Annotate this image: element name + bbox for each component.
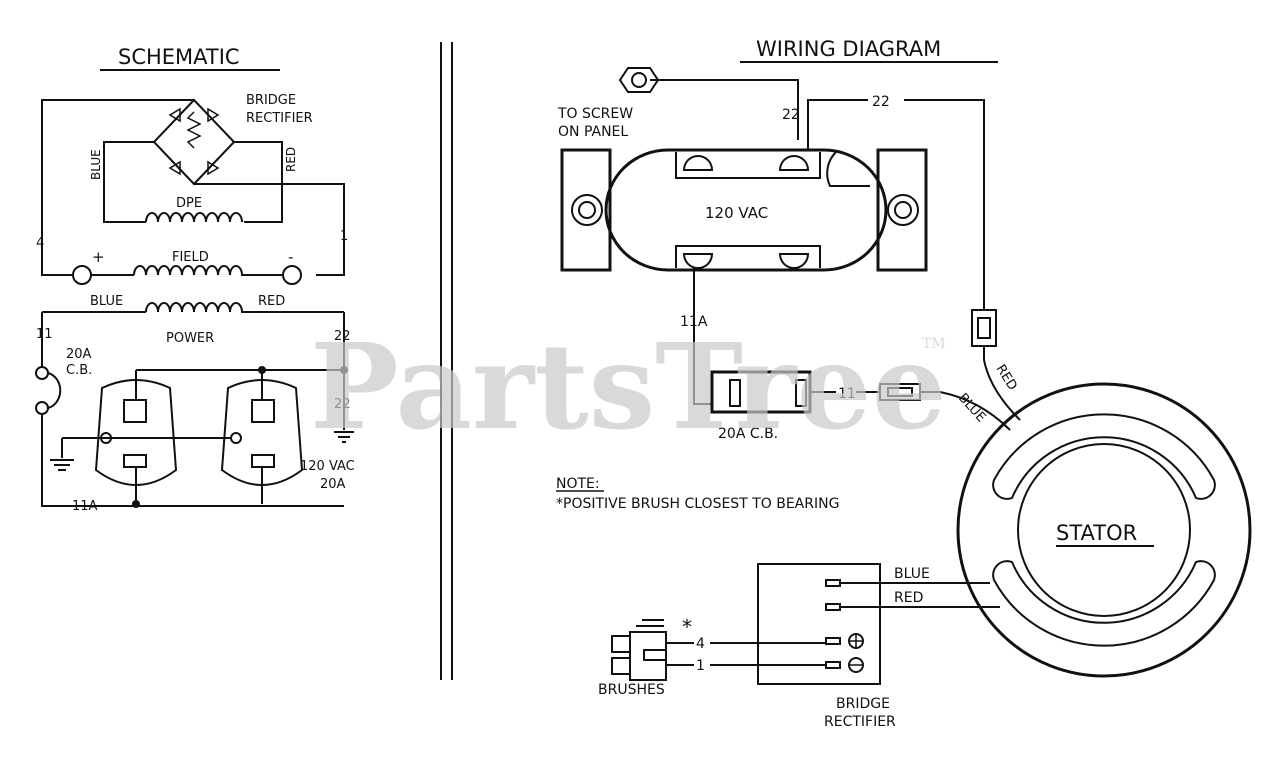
wire-22-bottom-label: 22 xyxy=(334,397,351,412)
power-red-label: RED xyxy=(258,294,285,309)
cb-terminal-top xyxy=(35,366,49,380)
cb-label: 20A C.B. xyxy=(718,426,778,442)
wire-22-label-a: 22 xyxy=(782,107,800,123)
wire-22-top-label: 22 xyxy=(334,329,351,344)
field-label: FIELD xyxy=(172,250,209,265)
wire-11a-run xyxy=(41,414,344,507)
positive-brush-terminal xyxy=(72,265,92,285)
stator-label: STATOR xyxy=(1056,521,1137,545)
bridge-rectifier-symbol xyxy=(152,98,236,186)
bridge-rectifier-box xyxy=(757,563,881,685)
bridge-label-line1: BRIDGE xyxy=(246,93,296,108)
stator xyxy=(956,382,1252,678)
bridge-label-line2: RECTIFIER xyxy=(246,111,313,126)
wire-1-loop xyxy=(194,183,345,276)
wire-22-run xyxy=(807,99,985,300)
bridge-blue-wire xyxy=(103,141,154,223)
ground-symbol xyxy=(50,438,74,471)
note-title: NOTE: xyxy=(556,476,600,492)
cb-terminal-bottom xyxy=(35,401,49,415)
schematic-title: SCHEMATIC xyxy=(118,45,240,69)
brush-holder xyxy=(611,619,667,681)
outlet-voltage-label: 120 VAC xyxy=(705,204,768,222)
watermark-text: PartsTree xyxy=(310,317,947,456)
screw-label-1: TO SCREW xyxy=(557,106,633,122)
wire-22-label-b: 22 xyxy=(872,94,890,110)
brushes-label: BRUSHES xyxy=(598,682,665,698)
wiring-title: WIRING DIAGRAM xyxy=(756,37,941,61)
wire-1-label: 1 xyxy=(696,658,705,674)
field-coil xyxy=(133,265,283,276)
wire-11-label: 11 xyxy=(36,327,53,342)
outlet-rating-label: 120 VAC xyxy=(300,459,355,474)
ground-symbol xyxy=(334,431,354,443)
bridge-red-wire xyxy=(234,141,283,223)
wiring-section: WIRING DIAGRAM TO SCREW ON PANEL 22 120 … xyxy=(556,37,1252,730)
outlet-current-label: 20A xyxy=(320,477,346,492)
power-blue-label: BLUE xyxy=(90,294,123,309)
bridge-rectifier-label-1: BRIDGE xyxy=(836,696,890,712)
plus-sign: + xyxy=(92,248,105,266)
positive-terminal-icon xyxy=(848,633,864,649)
cb-label-20a: 20A xyxy=(66,347,92,362)
cb-label-cb: C.B. xyxy=(66,363,92,378)
dpe-coil xyxy=(145,212,243,223)
rectifier-blue-label: BLUE xyxy=(894,566,930,582)
wire-11-label: 11 xyxy=(838,386,856,402)
negative-brush-terminal xyxy=(282,265,302,285)
red-lead-wire xyxy=(983,300,1021,421)
screw-label-2: ON PANEL xyxy=(558,124,628,140)
wire-11a-run xyxy=(693,268,712,405)
circuit-breaker-arc xyxy=(47,372,62,409)
dpe-label: DPE xyxy=(176,196,202,211)
wire-4-label: 4 xyxy=(36,236,44,251)
duplex-outlet xyxy=(560,148,928,272)
blue-wire-connector xyxy=(879,383,921,401)
blue-vertical-label: BLUE xyxy=(89,149,103,180)
rectifier-red-label: RED xyxy=(894,590,923,606)
red-wire-connector xyxy=(971,309,997,347)
wire-4-loop xyxy=(41,99,194,276)
power-coil xyxy=(145,302,344,313)
wire-11a-label: 11A xyxy=(680,314,708,330)
negative-terminal-icon xyxy=(848,657,864,673)
bridge-rectifier-label-2: RECTIFIER xyxy=(824,714,896,730)
screw-ground-wire xyxy=(650,79,799,140)
stator-red-label: RED xyxy=(993,362,1020,393)
receptacle-outlet xyxy=(220,370,304,504)
watermark-tm: TM xyxy=(922,336,946,352)
wire-1-label: 1 xyxy=(340,229,348,244)
minus-sign: - xyxy=(288,248,293,266)
wire-11a-label: 11A xyxy=(72,499,98,514)
red-vertical-label: RED xyxy=(284,147,298,172)
schematic-section: SCHEMATIC 4 BRIDGE RECTIFIER BLUE RED 1 … xyxy=(35,45,355,514)
power-label: POWER xyxy=(166,331,214,346)
wire-4-label: 4 xyxy=(696,636,705,652)
positive-brush-asterisk: * xyxy=(682,615,692,639)
note-text: *POSITIVE BRUSH CLOSEST TO BEARING xyxy=(556,496,839,512)
